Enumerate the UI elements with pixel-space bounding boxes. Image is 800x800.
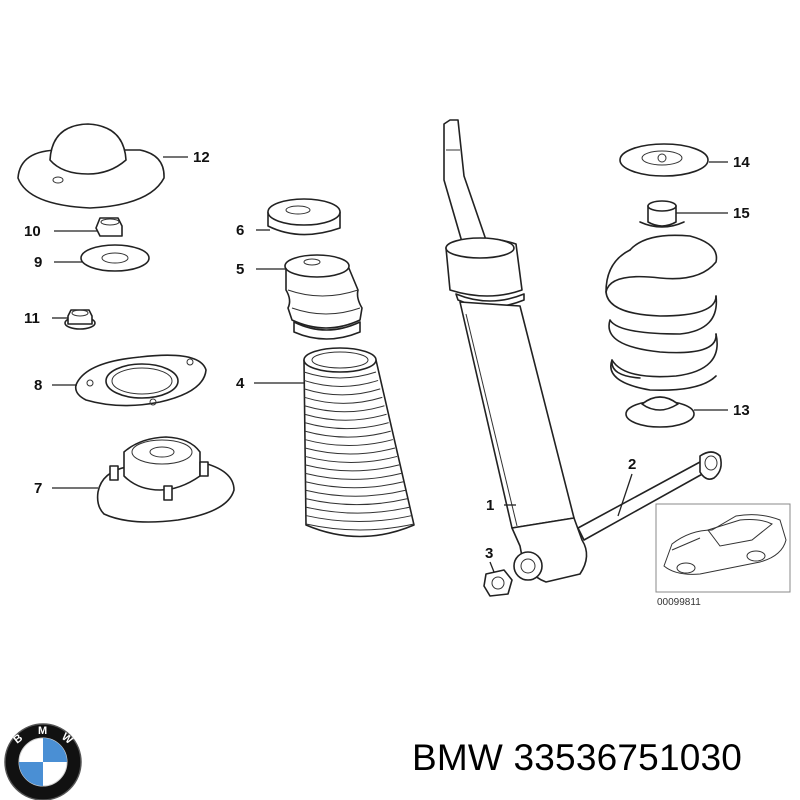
callout-1: 1 xyxy=(486,497,494,514)
callout-3: 3 xyxy=(485,545,493,562)
boot-rib xyxy=(304,388,381,396)
part-8-gasket xyxy=(74,354,207,407)
part-number-label: BMW 33536751030 xyxy=(412,737,743,778)
boot-rib xyxy=(305,472,402,480)
coil-spring xyxy=(605,234,718,392)
callout-14: 14 xyxy=(733,154,750,171)
callout-7: 7 xyxy=(34,480,42,497)
boot-rib xyxy=(305,498,408,506)
callout-9: 9 xyxy=(34,254,42,271)
part-6-bump-cap xyxy=(267,198,341,236)
bmw-logo: B M W xyxy=(4,723,82,800)
part-5-bump-stop xyxy=(284,254,363,340)
boot-rib xyxy=(304,455,398,463)
callout-13: 13 xyxy=(733,402,750,419)
part-9-washer xyxy=(80,244,150,272)
exploded-parts-diagram: 00099811 12 6 5 10 9 11 8 7 4 1 3 2 14 1… xyxy=(17,119,791,608)
part-13-lower-seat xyxy=(625,396,695,428)
callout-12: 12 xyxy=(193,149,210,166)
vehicle-inset xyxy=(655,503,791,593)
callout-4: 4 xyxy=(236,375,245,392)
boot-rib xyxy=(304,396,383,404)
callout-5: 5 xyxy=(236,261,244,278)
boot-rib xyxy=(303,371,377,379)
boot-rib xyxy=(304,430,391,438)
boot-rib xyxy=(305,489,406,497)
part-4-dust-boot xyxy=(303,347,415,538)
boot-rib xyxy=(304,413,387,421)
boot-rib xyxy=(305,515,412,523)
callout-11: 11 xyxy=(24,310,40,327)
boot-rib xyxy=(305,523,415,531)
part-3-lower-nut xyxy=(483,569,513,597)
boot-rib xyxy=(304,422,389,430)
boot-rib xyxy=(303,379,379,387)
part-1-shock-absorber xyxy=(443,119,588,583)
boot-rib xyxy=(304,405,385,413)
logo-quarter-blue-1 xyxy=(43,738,67,762)
boot-rib xyxy=(304,439,394,447)
part-12-mount-cover xyxy=(17,123,165,209)
callout-6: 6 xyxy=(236,222,244,239)
callout-10: 10 xyxy=(24,223,41,240)
boot-rib xyxy=(305,506,410,514)
callout-15: 15 xyxy=(733,205,750,222)
part-11-flange-nut xyxy=(64,309,96,330)
part-10-nut xyxy=(95,217,123,237)
leader-lines xyxy=(52,156,728,573)
inset-reference-number: 00099811 xyxy=(657,597,701,608)
boot-rib xyxy=(305,464,400,472)
part-2-bolt xyxy=(577,451,722,541)
callout-2: 2 xyxy=(628,456,636,473)
part-7-strut-mount xyxy=(96,436,235,523)
logo-quarter-blue-2 xyxy=(19,762,43,786)
part-14-spring-seat xyxy=(619,143,709,177)
callout-8: 8 xyxy=(34,377,42,394)
part-15-spring-pad xyxy=(639,200,685,228)
boot-rib xyxy=(305,481,404,489)
boot-rib xyxy=(304,447,396,455)
logo-letter-m: M xyxy=(38,725,47,737)
